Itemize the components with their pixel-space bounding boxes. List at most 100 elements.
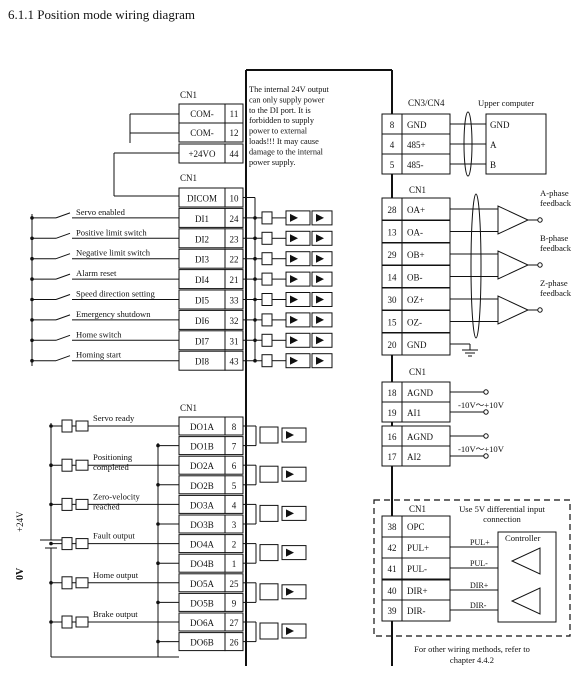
do-pin-name: DO2A (190, 461, 214, 471)
warning-line: power supply. (249, 158, 295, 167)
analog-terminal (483, 409, 489, 415)
do-return-junction (156, 443, 160, 448)
rs485-shield (463, 111, 473, 177)
do-pin-name: DO3B (190, 520, 214, 530)
encoder-pin-name: OA+ (407, 205, 425, 215)
encoder-pin-number: 14 (388, 273, 398, 283)
di-pin-name: DI2 (195, 234, 209, 244)
do-led-glyph (286, 548, 294, 557)
di-function-label: Negative limit switch (76, 248, 151, 258)
di-internal-junction (253, 256, 257, 261)
di-function-label: Speed direction setting (76, 289, 155, 299)
encoder-output-terminal (537, 217, 543, 223)
do-freewheel-diode (75, 498, 89, 510)
upper-computer-pin: GND (490, 120, 510, 130)
di-resistor (261, 293, 273, 306)
cn3cn4-label: CN3/CN4 (408, 98, 445, 108)
di-photo-glyph (316, 275, 324, 284)
di-photo-glyph (316, 254, 324, 263)
do-relay-coil (61, 497, 73, 511)
warning-line: can only supply power (249, 95, 325, 104)
encoder-pin-number: 28 (388, 205, 398, 215)
di-photo-glyph (316, 213, 324, 222)
di-function-label: Positive limit switch (76, 227, 147, 237)
do-pin-number: 6 (232, 461, 237, 471)
encoder-line-receiver (497, 205, 530, 235)
analog-pin-number: 17 (388, 452, 398, 462)
di-photo-glyph (316, 336, 324, 345)
cn1-do-label: CN1 (180, 403, 197, 413)
encoder-output-terminal (537, 262, 543, 268)
di-led-glyph (290, 356, 298, 365)
di-function-label: Alarm reset (76, 268, 117, 278)
do-pin-number: 27 (230, 618, 240, 628)
do-pin-name: DO1A (190, 422, 214, 432)
di-function-label: Homing start (76, 350, 122, 360)
pul-line-driver (510, 547, 541, 575)
di-function-label: Home switch (76, 329, 122, 339)
do-pin-name: DO2B (190, 481, 214, 491)
do-led-glyph (286, 627, 294, 635)
do-bus-junction (49, 463, 53, 468)
di-pin-name: DI7 (195, 336, 209, 346)
di-switch-contact (55, 253, 71, 260)
do-transistor (259, 504, 279, 522)
encoder-pin-name: OB- (407, 273, 423, 283)
di-function-label: Emergency shutdown (76, 309, 151, 319)
di-pin-number: 43 (230, 357, 240, 367)
encoder-pin-name: OZ+ (407, 295, 424, 305)
analog-pin-name: AGND (407, 432, 433, 442)
encoder-line-receiver (497, 250, 530, 280)
pulse-pin-name: OPC (407, 522, 425, 532)
di-pin-number: 23 (230, 234, 240, 244)
encoder-feedback-label: feedback (540, 288, 572, 298)
do-freewheel-diode (75, 459, 89, 471)
upper-computer-box (485, 113, 547, 175)
warning-line: power to external (249, 127, 308, 136)
analog-pin-number: 18 (388, 388, 398, 398)
do-return-junction (156, 600, 160, 605)
do-relay-coil (61, 419, 73, 433)
do-led-glyph (286, 587, 294, 596)
upper-computer-pin: A (490, 140, 497, 150)
di-led-glyph (290, 336, 298, 345)
power-pin-name: +24VO (188, 149, 216, 159)
pulse-wire-label: DIR+ (470, 581, 489, 590)
analog-pin-name: AGND (407, 388, 433, 398)
di-internal-junction (253, 216, 257, 220)
di-switch-contact (55, 334, 71, 341)
di-photo-glyph (316, 234, 324, 243)
do-function-label: Fault output (93, 531, 135, 541)
di-photo-glyph (316, 295, 324, 304)
do-transistor (259, 426, 279, 444)
do-bus-junction (49, 502, 53, 507)
do-relay-coil (61, 576, 73, 590)
analog-terminal (483, 453, 489, 459)
power-pin-name: COM- (190, 128, 214, 138)
di-pin-name: DI5 (195, 296, 209, 306)
do-return-junction (156, 522, 160, 526)
do-pin-number: 7 (232, 442, 237, 452)
di-pin-name: DI1 (195, 214, 209, 224)
do-pin-name: DO5B (190, 598, 214, 608)
analog-terminal (483, 433, 489, 439)
power-pin-number: 44 (230, 149, 240, 159)
do-pin-name: DO1B (190, 442, 214, 452)
analog-pin-name: AI1 (407, 408, 421, 418)
do-freewheel-diode (75, 420, 89, 432)
encoder-feedback-label: Z-phase (540, 278, 568, 288)
di-switch-contact (55, 355, 71, 362)
do-freewheel-diode (75, 538, 89, 550)
di-pin-number: 22 (230, 255, 239, 265)
do-bus-junction (49, 581, 53, 585)
di-internal-junction (253, 338, 257, 343)
pulse-pin-number: 41 (388, 564, 397, 574)
supply-zero-label: 0V (15, 567, 26, 580)
do-transistor (259, 544, 279, 562)
